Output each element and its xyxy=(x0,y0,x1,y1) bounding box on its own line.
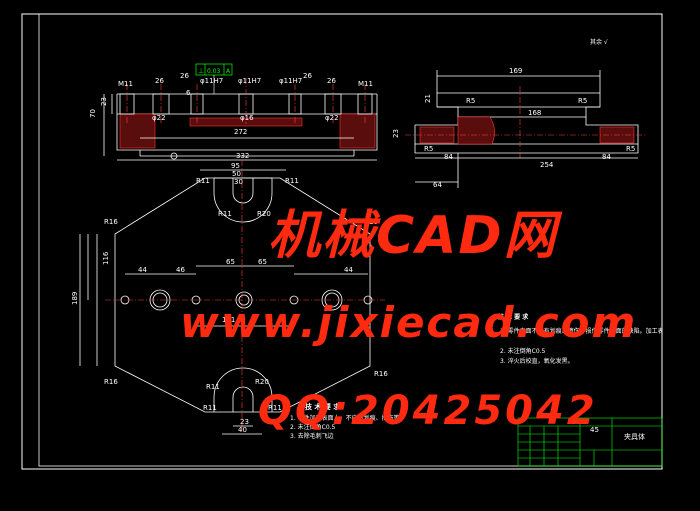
svg-text:其余 √: 其余 √ xyxy=(590,38,608,46)
dim-r16d: R16 xyxy=(374,370,388,378)
material: 45 xyxy=(590,426,599,434)
dim-r11b: R11 xyxy=(285,177,299,185)
dim-phi11h7c: φ11H7 xyxy=(279,77,302,85)
plan-view xyxy=(79,160,385,435)
dim-23-side: 23 xyxy=(392,129,400,138)
title-block-text: 夹具体 45 xyxy=(590,426,645,441)
svg-text:⊥: ⊥ xyxy=(198,67,204,75)
dim-26a: 26 xyxy=(155,77,164,85)
tech-title-right: 技 术 要 求 xyxy=(498,314,529,321)
dim-6: 6 xyxy=(186,89,191,97)
dim-r5c: R5 xyxy=(424,145,433,153)
watermark-url: www.jixiecad.com xyxy=(180,298,638,347)
dim-r16c: R16 xyxy=(104,378,118,386)
dim-30: 30 xyxy=(234,178,243,186)
dim-44b: 44 xyxy=(344,266,353,274)
dim-272: 272 xyxy=(234,128,247,136)
dim-phi11h7b: φ11H7 xyxy=(238,77,261,85)
dim-65a: 65 xyxy=(226,258,235,266)
top-view-dims: 332 272 26 26 26 26 M11 M11 φ22 φ22 φ16 … xyxy=(89,72,373,160)
dim-m11b: M11 xyxy=(358,80,373,88)
dim-26b: 26 xyxy=(180,72,189,80)
dim-23: 23 xyxy=(100,97,108,106)
dim-r20b: R20 xyxy=(255,378,269,386)
dim-332: 332 xyxy=(236,152,249,160)
top-view xyxy=(103,78,378,161)
dim-46: 46 xyxy=(176,266,185,274)
dim-44a: 44 xyxy=(138,266,147,274)
dim-50: 50 xyxy=(232,170,241,178)
tech-note-bottom-3: 3. 去除毛刺飞边 xyxy=(290,433,334,440)
part-name: 夹具体 xyxy=(624,432,645,441)
dim-r5b: R5 xyxy=(578,97,587,105)
dim-phi22a: φ22 xyxy=(152,114,166,122)
dim-64: 64 xyxy=(433,181,442,189)
tolerance-frame: ⊥ 0.03 A xyxy=(195,63,233,94)
dim-r16b: R16 xyxy=(364,218,378,226)
tech-note-bottom-1: 1. 零件加工表面上，不应有划痕、擦伤等 xyxy=(290,415,400,422)
dim-65b: 65 xyxy=(258,258,267,266)
dim-phi11h7a: φ11H7 xyxy=(200,77,223,85)
dim-r11a: R11 xyxy=(196,177,210,185)
dim-26d: 26 xyxy=(327,77,336,85)
dim-r5d: R5 xyxy=(626,145,635,153)
dim-r11f: R11 xyxy=(206,383,220,391)
dim-21: 21 xyxy=(424,94,432,103)
side-view-dims: 169 21 R5 R5 R5 R5 168 23 84 84 64 254 xyxy=(392,67,635,189)
dim-r5a: R5 xyxy=(466,97,475,105)
tech-note-bottom-2: 2. 未注倒角C0.5 xyxy=(290,424,336,431)
dim-26c: 26 xyxy=(303,72,312,80)
dim-phi22b: φ22 xyxy=(325,114,339,122)
tech-note-right-1: 1. 零件表面不得有划痕、擦伤等损伤零件表面的缺陷。加工表面不得有毛刺、锐边、飞… xyxy=(500,328,662,335)
dim-r16a: R16 xyxy=(104,218,118,226)
svg-text:0.03: 0.03 xyxy=(207,68,221,75)
dim-23-plan: 23 xyxy=(240,418,249,426)
dim-169: 169 xyxy=(509,67,522,75)
dim-254: 254 xyxy=(540,161,554,169)
title-block xyxy=(517,417,663,467)
dim-r11e: R11 xyxy=(268,404,282,412)
watermark-title: 机械CAD网 xyxy=(268,206,558,266)
dim-116: 116 xyxy=(102,251,110,265)
dim-84a: 84 xyxy=(444,153,453,161)
section-hatch-side xyxy=(419,116,635,145)
dim-70: 70 xyxy=(89,109,97,118)
plan-view-dims: 95 50 30 R11 R11 R11 R11 R11 R11 R20 R20… xyxy=(71,162,388,434)
dim-189: 189 xyxy=(71,292,79,305)
roughness-note: 其余 √ xyxy=(590,38,608,46)
tech-note-right-3: 3. 淬火后校直，氧化发黑。 xyxy=(500,358,574,365)
dim-40: 40 xyxy=(238,426,247,434)
watermark-qq: QQ:20425042 xyxy=(258,388,598,434)
dim-r11c: R11 xyxy=(218,210,232,218)
dim-111: 111 xyxy=(222,316,235,324)
dim-r11d: R11 xyxy=(203,404,217,412)
dim-m11a: M11 xyxy=(118,80,133,88)
tech-title-bottom: 技 术 要 求 xyxy=(305,403,341,411)
svg-text:A: A xyxy=(226,68,231,75)
dim-168: 168 xyxy=(528,109,541,117)
side-view xyxy=(405,70,645,188)
dim-95: 95 xyxy=(231,162,240,170)
dim-r20a: R20 xyxy=(257,210,271,218)
inner-frame xyxy=(38,13,663,467)
tech-note-right-2: 2. 未注倒角C0.5 xyxy=(500,348,546,355)
dim-phi16: φ16 xyxy=(240,114,254,122)
dim-84b: 84 xyxy=(602,153,611,161)
